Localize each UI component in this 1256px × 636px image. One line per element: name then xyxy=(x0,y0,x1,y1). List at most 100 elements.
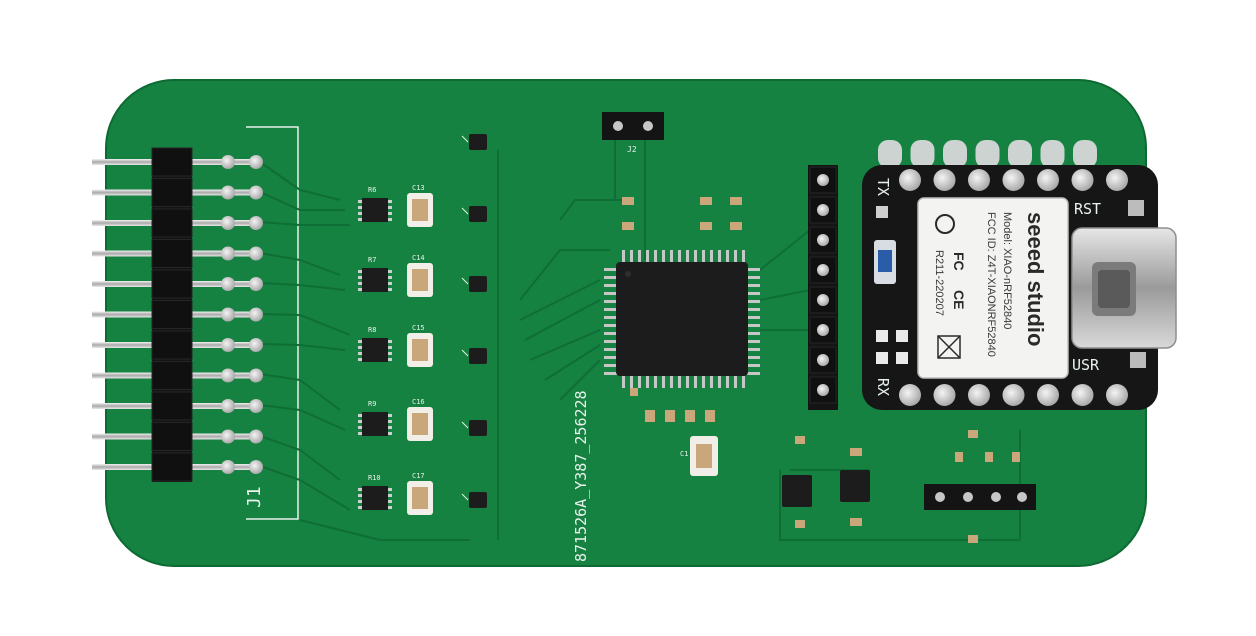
module-pad xyxy=(1037,384,1059,406)
header-pin xyxy=(817,174,829,186)
traces-center xyxy=(497,140,1021,541)
main-chip xyxy=(604,250,760,388)
solder-pad xyxy=(249,277,263,291)
connector-outline xyxy=(246,126,299,520)
module-rf-id: R211-220207 xyxy=(933,250,945,316)
passive-columns xyxy=(358,193,433,515)
module-pad xyxy=(899,384,921,406)
capacitor-label: C17 xyxy=(412,472,425,480)
small-ic xyxy=(469,206,487,222)
capacitor-label: C14 xyxy=(412,254,425,262)
resistor-label: R9 xyxy=(368,400,376,408)
resistor-label: R7 xyxy=(368,256,376,264)
castellated-pad xyxy=(1008,140,1032,168)
module-top-pads xyxy=(878,140,1097,168)
label-usr: USR xyxy=(1072,356,1100,374)
traces-left xyxy=(259,161,470,541)
crystal xyxy=(690,436,718,476)
header-pin xyxy=(817,204,829,216)
module-pad xyxy=(1071,384,1094,406)
jumper-j2 xyxy=(602,112,664,140)
module-pad xyxy=(933,169,956,191)
module-pad xyxy=(933,384,956,406)
solder-pad xyxy=(249,429,263,444)
ic-column xyxy=(461,134,487,508)
solder-pad xyxy=(249,399,263,413)
module-pad xyxy=(1002,169,1025,191)
chip-passives xyxy=(622,197,742,422)
board-serial: 871526A_Y387_256228 xyxy=(572,390,590,562)
solder-pad xyxy=(249,338,263,352)
header-pin xyxy=(817,234,829,246)
solder-pad xyxy=(249,216,263,230)
capacitor-label: C15 xyxy=(412,324,425,332)
resistor-label: R6 xyxy=(368,186,376,194)
certification-marks: FC CE xyxy=(935,214,967,359)
resistor-label: R8 xyxy=(368,326,376,334)
module-pad xyxy=(1106,169,1128,191)
resistor-array xyxy=(362,268,388,292)
castellated-pad xyxy=(1073,140,1097,168)
module-pad xyxy=(1002,384,1025,406)
svg-text:CE: CE xyxy=(951,290,967,309)
module-pad xyxy=(968,384,990,406)
solder-pad xyxy=(249,368,263,383)
header-pin xyxy=(817,384,829,396)
label-rst: RST xyxy=(1074,200,1101,218)
solder-pad xyxy=(221,338,235,352)
resistor-array xyxy=(362,198,388,222)
solder-pad xyxy=(249,185,263,200)
castellated-pad xyxy=(975,140,1000,168)
svg-text:FC: FC xyxy=(951,252,967,271)
header-pin xyxy=(817,264,829,276)
castellated-pad xyxy=(1040,140,1065,168)
bottom-ics xyxy=(782,436,870,528)
module-pad xyxy=(1071,169,1094,191)
header-pin xyxy=(817,324,829,336)
label-tx: TX xyxy=(874,178,892,196)
solder-pad xyxy=(221,399,235,413)
castellated-pad xyxy=(943,140,967,168)
capacitor-label: C13 xyxy=(412,184,425,192)
resistor-label: R10 xyxy=(368,474,381,482)
solder-pad xyxy=(221,155,235,169)
module-pad xyxy=(1037,169,1059,191)
solder-pad xyxy=(221,216,235,230)
label-rx: RX xyxy=(874,378,892,396)
header-pin xyxy=(817,294,829,306)
module-pad xyxy=(899,169,921,191)
solder-pad xyxy=(221,277,235,291)
solder-pad xyxy=(221,460,235,474)
small-ic xyxy=(469,420,487,436)
module-pad xyxy=(1106,384,1128,406)
header-pin xyxy=(817,354,829,366)
pin-header-left xyxy=(92,147,263,482)
small-ic xyxy=(469,348,487,364)
solder-pad xyxy=(249,307,263,322)
pin-header-bottom xyxy=(924,430,1036,543)
module-brand: seeed studio xyxy=(1023,212,1048,346)
crystal-label: C1 xyxy=(680,450,688,458)
connector-label: J1 xyxy=(244,486,265,508)
module-pad xyxy=(968,169,990,191)
solder-pad xyxy=(221,246,235,261)
small-ic xyxy=(469,134,487,150)
solder-pad xyxy=(221,429,235,444)
jumper-label: J2 xyxy=(627,145,637,154)
capacitor-label: C16 xyxy=(412,398,425,406)
solder-pad xyxy=(221,185,235,200)
pin-header-right xyxy=(808,165,838,410)
solder-pad xyxy=(249,155,263,169)
xiao-module xyxy=(862,165,1177,410)
solder-pad xyxy=(221,307,235,322)
module-fcc: FCC ID: Z4T-XIAONRF52840 xyxy=(985,212,997,357)
module-model: Model: XIAO-nRF52840 xyxy=(1001,212,1013,329)
castellated-pad xyxy=(910,140,935,168)
solder-pad xyxy=(221,368,235,383)
resistor-array xyxy=(362,338,388,362)
solder-pad xyxy=(249,460,263,474)
resistor-array xyxy=(362,486,388,510)
castellated-pad xyxy=(878,140,902,168)
